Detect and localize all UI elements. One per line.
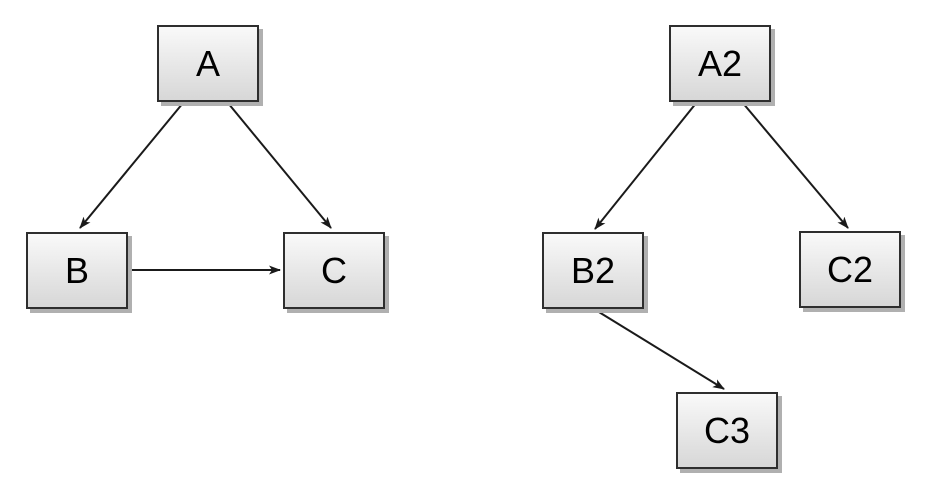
node-B2: B2	[542, 232, 644, 309]
node-B: B	[26, 232, 128, 309]
node-C3: C3	[676, 392, 778, 469]
node-C-label: C	[321, 249, 347, 291]
edge-A-B	[79, 102, 184, 229]
node-B2-label: B2	[570, 249, 616, 291]
node-A: A	[157, 25, 259, 102]
edge-B2-C3	[593, 308, 725, 390]
node-B-label: B	[64, 249, 89, 291]
edge-A-C	[227, 102, 332, 229]
edge-A2-C2	[741, 101, 849, 229]
node-C2: C2	[799, 231, 901, 308]
node-C: C	[283, 232, 385, 309]
node-A2-label: A2	[697, 42, 743, 84]
node-A2: A2	[669, 25, 771, 102]
edge-A2-B2	[594, 101, 698, 230]
node-C2-label: C2	[826, 248, 874, 290]
node-C3-label: C3	[703, 409, 751, 451]
node-A-label: A	[195, 42, 220, 84]
